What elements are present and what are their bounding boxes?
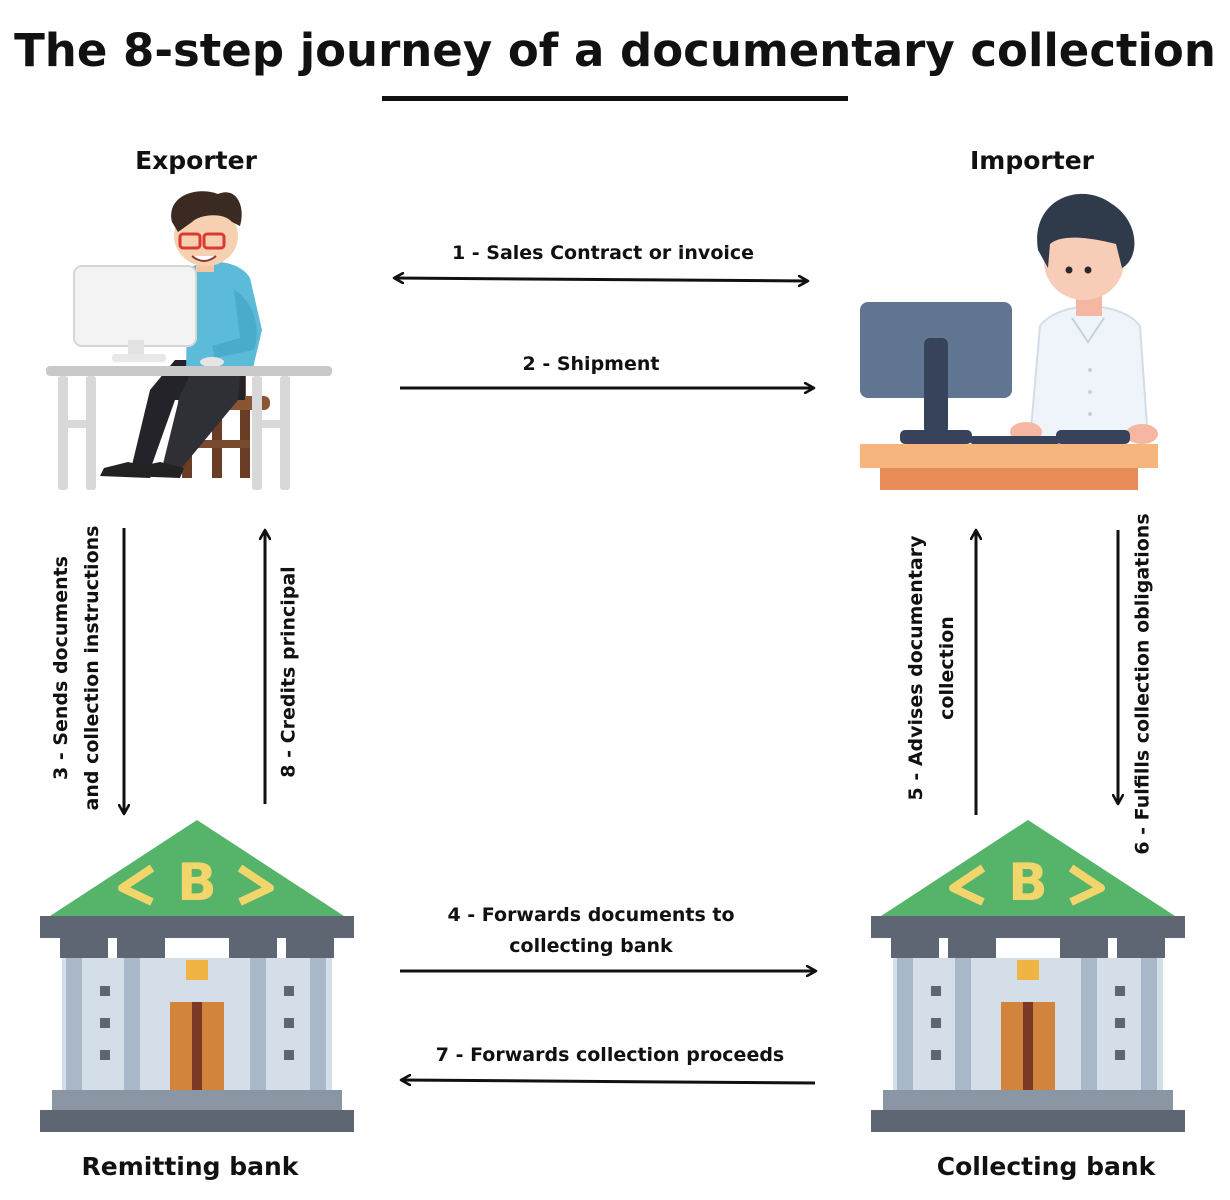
svg-text:B: B <box>1008 853 1048 913</box>
step2-label: 2 - Shipment <box>522 353 660 375</box>
step3-line1: 3 - Sends documents <box>50 555 72 781</box>
step7-label: 7 - Forwards collection proceeds <box>435 1044 785 1066</box>
collecting-bank-building: B <box>871 820 1185 1132</box>
importer-illustration <box>860 193 1158 490</box>
remitting-bank-label: Remitting bank <box>81 1152 299 1181</box>
arrow-step7 <box>401 1080 816 1083</box>
step4-line1: 4 - Forwards documents to <box>447 904 735 926</box>
step4-label: 4 - Forwards documents to collecting ban… <box>391 900 791 962</box>
step8-label: 8 - Credits principal <box>277 566 300 778</box>
remitting-bank-building: B <box>40 820 354 1132</box>
svg-text:B: B <box>177 853 217 913</box>
importer-label: Importer <box>970 146 1094 175</box>
step1-label: 1 - Sales Contract or invoice <box>451 242 755 264</box>
exporter-label: Exporter <box>135 146 257 175</box>
step3-label: 3 - Sends documents and collection instr… <box>46 526 108 811</box>
step6-label: 6 - Fulfills collection obligations <box>1131 513 1154 855</box>
step5-line1: 5 - Advises documentary <box>905 535 927 801</box>
arrow-step1 <box>394 278 808 281</box>
title-underline <box>382 96 848 101</box>
step5-label: 5 - Advises documentary collection <box>901 536 963 801</box>
step4-line2: collecting bank <box>509 935 673 957</box>
step5-line2: collection <box>936 616 958 720</box>
step3-line2: and collection instructions <box>81 525 103 811</box>
page-title: The 8-step journey of a documentary coll… <box>14 24 1216 77</box>
exporter-illustration <box>46 191 332 490</box>
collecting-bank-label: Collecting bank <box>936 1152 1156 1181</box>
